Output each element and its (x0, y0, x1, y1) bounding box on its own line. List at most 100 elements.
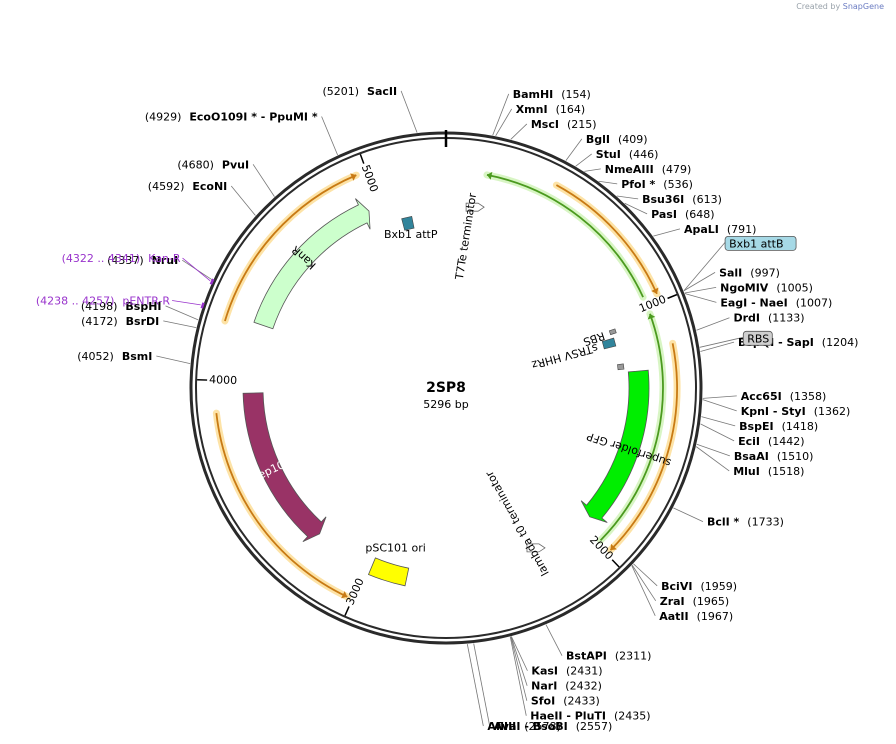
primer-range: (4322 .. 4341) (62, 252, 141, 265)
enzyme-position: (536) (663, 178, 693, 191)
enzyme-leader (696, 443, 730, 457)
terminator-label: lambda t0 terminator (483, 468, 552, 578)
enzyme-position: (1518) (768, 465, 805, 478)
enzyme-site: SfoI(2433) (531, 695, 600, 708)
enzyme-position: (4052) (77, 350, 114, 363)
enzyme-leader (683, 272, 716, 292)
enzyme-position: (5201) (322, 85, 359, 98)
enzyme-site: Bsu36I(613) (642, 193, 722, 206)
enzyme-leader (511, 636, 528, 671)
enzyme-site: (5201) SacII (322, 85, 397, 98)
enzyme-name: ApaLI (684, 223, 719, 236)
enzyme-position: (164) (556, 103, 586, 116)
enzyme-position: (2431) (566, 665, 603, 678)
enzyme-position: (1204) (822, 336, 859, 349)
enzyme-name: DrdI (733, 312, 760, 325)
enzyme-position: (1965) (693, 595, 730, 608)
enzyme-leader-lines (156, 90, 744, 727)
enzyme-leader (510, 636, 528, 701)
enzyme-leader (473, 643, 491, 727)
enzyme-name: EciI (738, 435, 760, 448)
arc-arrowhead (610, 543, 617, 551)
arc-arrowhead (350, 173, 357, 181)
enzyme-leader (673, 507, 704, 522)
enzyme-leader (653, 228, 681, 237)
tick-mark (344, 606, 350, 616)
orange-direction-arc (555, 184, 658, 295)
enzyme-name: StuI (596, 148, 621, 161)
enzyme-name: SacII (367, 85, 397, 98)
enzyme-leader (252, 164, 275, 197)
primer-name: Kan-R (148, 252, 181, 265)
enzyme-site: NmeAIII (479) (605, 163, 692, 176)
enzyme-site: PasI(648) (651, 208, 714, 221)
enzyme-leader (624, 202, 648, 215)
green-direction-arc (599, 313, 664, 541)
enzyme-site: NgoMIV(1005) (720, 281, 813, 294)
snapgene-credit: Created by SnapGene (796, 2, 884, 11)
enzyme-leader (696, 317, 730, 331)
enzyme-leader (633, 563, 658, 587)
enzyme-name: NmeAIII (605, 163, 654, 176)
enzyme-position: (1007) (796, 296, 833, 309)
enzyme-site: AatII(1967) (659, 610, 733, 623)
enzyme-name: MluI (733, 465, 760, 478)
feature-arc-layer (215, 171, 678, 599)
enzyme-leader (702, 395, 737, 399)
enzyme-position: (1510) (777, 450, 814, 463)
enzyme-site: BamHI(154) (513, 88, 591, 101)
credit-brand: SnapGene (842, 2, 884, 11)
enzyme-site: EciI(1442) (738, 435, 804, 448)
enzyme-site: NarI(2432) (531, 680, 602, 693)
enzyme-position: (479) (662, 163, 692, 176)
enzyme-name: KpnI - StyI (741, 405, 806, 418)
feature-box (724, 236, 797, 251)
primer-leader (172, 300, 201, 306)
primer-mark (209, 278, 215, 285)
enzyme-site: BspEI(1418) (739, 420, 818, 433)
plasmid-name: 2SP8 (426, 380, 466, 396)
enzyme-name: AflIII (487, 720, 516, 733)
enzyme-position: (446) (629, 148, 659, 161)
enzyme-site: BglI(409) (586, 133, 648, 146)
cds-feature-kanr (253, 198, 371, 330)
credit-prefix: Created by (796, 2, 841, 11)
plasmid-length: 5296 bp (423, 398, 468, 411)
enzyme-site: HaeII - PluTI(2435) (530, 710, 650, 723)
enzyme-name: NarI (531, 680, 557, 693)
enzyme-leader (545, 624, 563, 656)
enzyme-position: (215) (567, 118, 597, 131)
enzyme-name: NruI (152, 254, 179, 267)
enzyme-leader (684, 287, 717, 294)
enzyme-position: (4337) (107, 254, 144, 267)
enzyme-site: BsaAI(1510) (734, 450, 814, 463)
enzyme-leader (702, 399, 737, 412)
enzyme-leader (466, 644, 484, 727)
cds-feature-rep101 (242, 392, 327, 543)
enzyme-name: BspHI (125, 300, 161, 313)
enzyme-site: StuI (446) (596, 148, 659, 161)
enzyme-site: Acc65I(1358) (741, 390, 827, 403)
enzyme-name: EagI - NaeI (720, 296, 787, 309)
tick-label: 5000 (359, 163, 381, 194)
enzyme-position: (154) (561, 88, 591, 101)
enzyme-name: EcoNI (192, 180, 227, 193)
tick-mark (359, 153, 365, 164)
enzyme-leader (321, 116, 338, 156)
enzyme-name: BstAPI (566, 650, 607, 663)
primer-leader (182, 257, 211, 282)
enzyme-position: (613) (692, 193, 722, 206)
enzyme-site: (4198)BspHI (81, 300, 162, 313)
tick-label: 4000 (209, 373, 237, 387)
enzyme-leader (584, 168, 601, 172)
feature-box (742, 330, 773, 346)
tick-mark (667, 293, 678, 300)
orange-direction-arc (224, 174, 357, 322)
enzyme-position: (2435) (614, 710, 651, 723)
primer-label: (4322 .. 4341) Kan-R (62, 252, 181, 265)
enzyme-leader (492, 93, 510, 136)
enzyme-site: BstAPI(2311) (566, 650, 651, 663)
enzyme-leader (631, 564, 657, 602)
arc-arrowhead (341, 591, 348, 599)
enzyme-name: SalI (719, 266, 742, 279)
